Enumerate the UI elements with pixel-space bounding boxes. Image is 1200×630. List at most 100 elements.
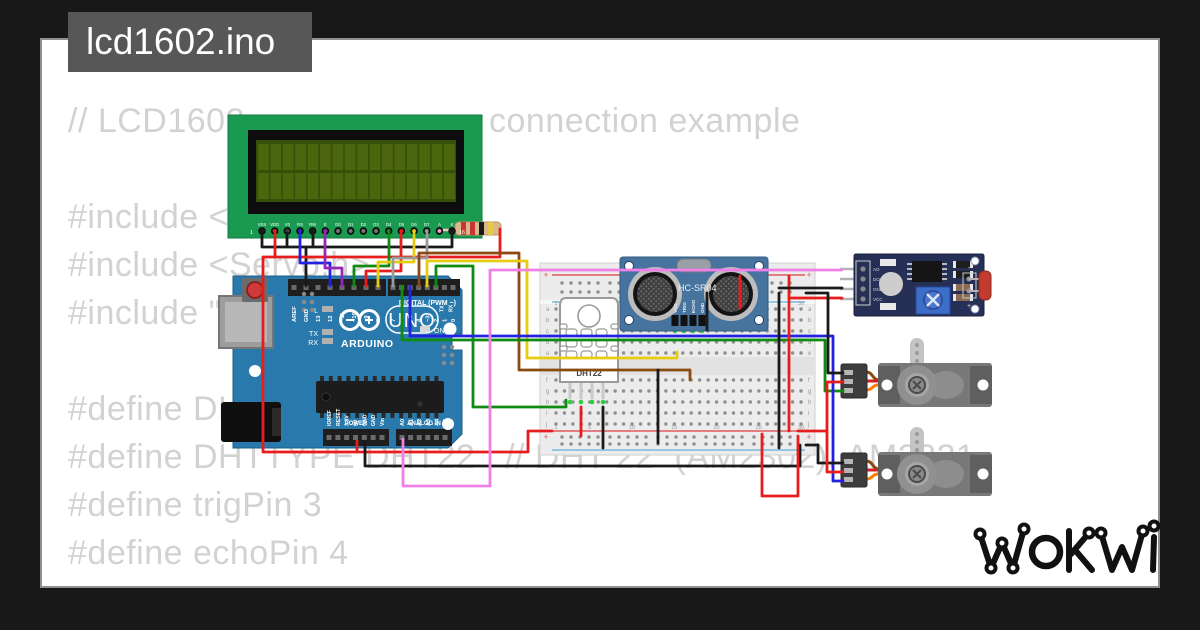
svg-text:1: 1 [250,230,253,236]
mount-hole [442,418,454,430]
svg-text:c: c [546,329,549,335]
svg-text:IOREF: IOREF [327,410,333,426]
svg-text:20: 20 [713,425,719,431]
svg-text:ECHO: ECHO [691,299,696,313]
led-l-label: L [314,308,318,315]
power-label: POWER [345,421,368,427]
svg-text:RS: RS [297,222,303,227]
svg-text:1: 1 [442,318,448,322]
svg-text:A0: A0 [400,419,406,426]
svg-text:AREF: AREF [292,306,298,322]
wire-lcd-vdd-5v[interactable] [261,227,554,454]
svg-text:13: 13 [316,315,322,322]
ldr-bracket [962,272,977,299]
wire-servo-red[interactable] [796,380,845,474]
svg-text:c: c [808,329,811,335]
servo-motor-1[interactable] [840,338,992,407]
svg-text:0: 0 [451,319,457,322]
svg-text:D0: D0 [335,222,341,227]
svg-text:~3: ~3 [425,315,431,322]
svg-text:Vin: Vin [380,418,386,426]
wire-lcd-e[interactable] [323,231,344,288]
arduino-uno[interactable]: UNO ARDUINO DIGITAL (PWM ~) POWER ANALOG… [218,275,463,449]
digital-header-left[interactable] [288,279,386,296]
svg-text:DO: DO [873,277,880,282]
svg-text:5V: 5V [353,419,359,426]
svg-text:2: 2 [434,319,440,322]
code-line: connection example [489,102,801,140]
wire-lcd-gnd-bus[interactable] [260,231,454,288]
svg-text:RW: RW [309,222,317,227]
svg-text:RESET: RESET [336,408,342,426]
svg-text:15: 15 [671,425,677,431]
module-led-lens [879,272,903,296]
svg-text:e: e [808,351,812,357]
svg-text:12: 12 [328,316,334,322]
wire-lcd-d5[interactable] [364,231,403,288]
svg-text:+: + [806,432,811,442]
photoresistor[interactable] [969,270,992,301]
reset-button[interactable] [242,278,268,302]
svg-text:D5: D5 [399,222,405,227]
svg-text:A: A [438,222,441,227]
ldr-minus-label: - [968,265,971,272]
svg-text:~10: ~10 [352,312,358,322]
mount-hole [443,322,457,336]
trimmer-potentiometer[interactable] [915,286,951,315]
wire-gnd-bottom-bus[interactable] [363,439,802,468]
svg-text:GND: GND [700,302,705,313]
wire-a0-pink[interactable] [401,268,844,488]
svg-text:+: + [543,432,548,442]
dht22-legs [568,382,605,399]
pin-bracket [855,260,871,306]
svg-text:b: b [808,318,812,324]
icsp-header-1 [301,291,315,313]
wire-lcd-d7[interactable] [391,231,429,288]
svg-text:D7: D7 [424,222,430,227]
wire-servo1-black[interactable] [804,291,845,375]
wire-servo2-blue[interactable] [408,284,845,483]
svg-text:VDD: VDD [270,222,279,227]
wire-lcd-d6[interactable] [376,231,416,288]
svg-text:8: 8 [376,318,382,322]
wire-echo-brown[interactable] [417,251,692,382]
svg-text:A4: A4 [434,418,440,426]
mount-hole [754,315,764,325]
svg-text:D4: D4 [386,222,392,227]
servo-motor-2[interactable] [840,427,992,496]
digital-header-right[interactable] [388,279,460,296]
led-tx-label: TX [309,331,318,338]
svg-text:i: i [546,411,547,417]
wire-hc-gnd-black[interactable] [656,291,709,445]
icsp-header-2 [441,344,455,366]
transducer-left [628,267,682,321]
wire-servo2-black[interactable] [804,443,845,465]
led-rx-label: RX [308,340,318,347]
transducer-right [704,267,758,321]
analog-header[interactable] [396,429,452,446]
svg-text:VSS: VSS [258,222,267,227]
wire-lcd-d4[interactable] [352,231,391,288]
header-pins [291,285,456,440]
svg-text:25: 25 [756,425,762,431]
svg-text:VCC: VCC [873,297,883,302]
code-line: #define trigPin 3 [68,486,323,524]
wire-red-loop[interactable] [760,432,800,498]
svg-text:RX: RX [448,304,454,312]
svg-text:~9: ~9 [364,315,370,322]
sketch-filename: lcd1602.ino [86,21,276,62]
mount-hole [970,304,980,314]
wire-lcd-rs[interactable] [298,231,332,288]
wire-trig-yellow[interactable] [425,259,679,360]
svg-text:10: 10 [629,425,635,431]
svg-text:g: g [808,389,811,395]
wire-servo1-green[interactable] [400,284,845,393]
svg-text:e: e [546,351,550,357]
uno-badge-outline [385,305,439,334]
svg-text:K: K [451,222,454,227]
